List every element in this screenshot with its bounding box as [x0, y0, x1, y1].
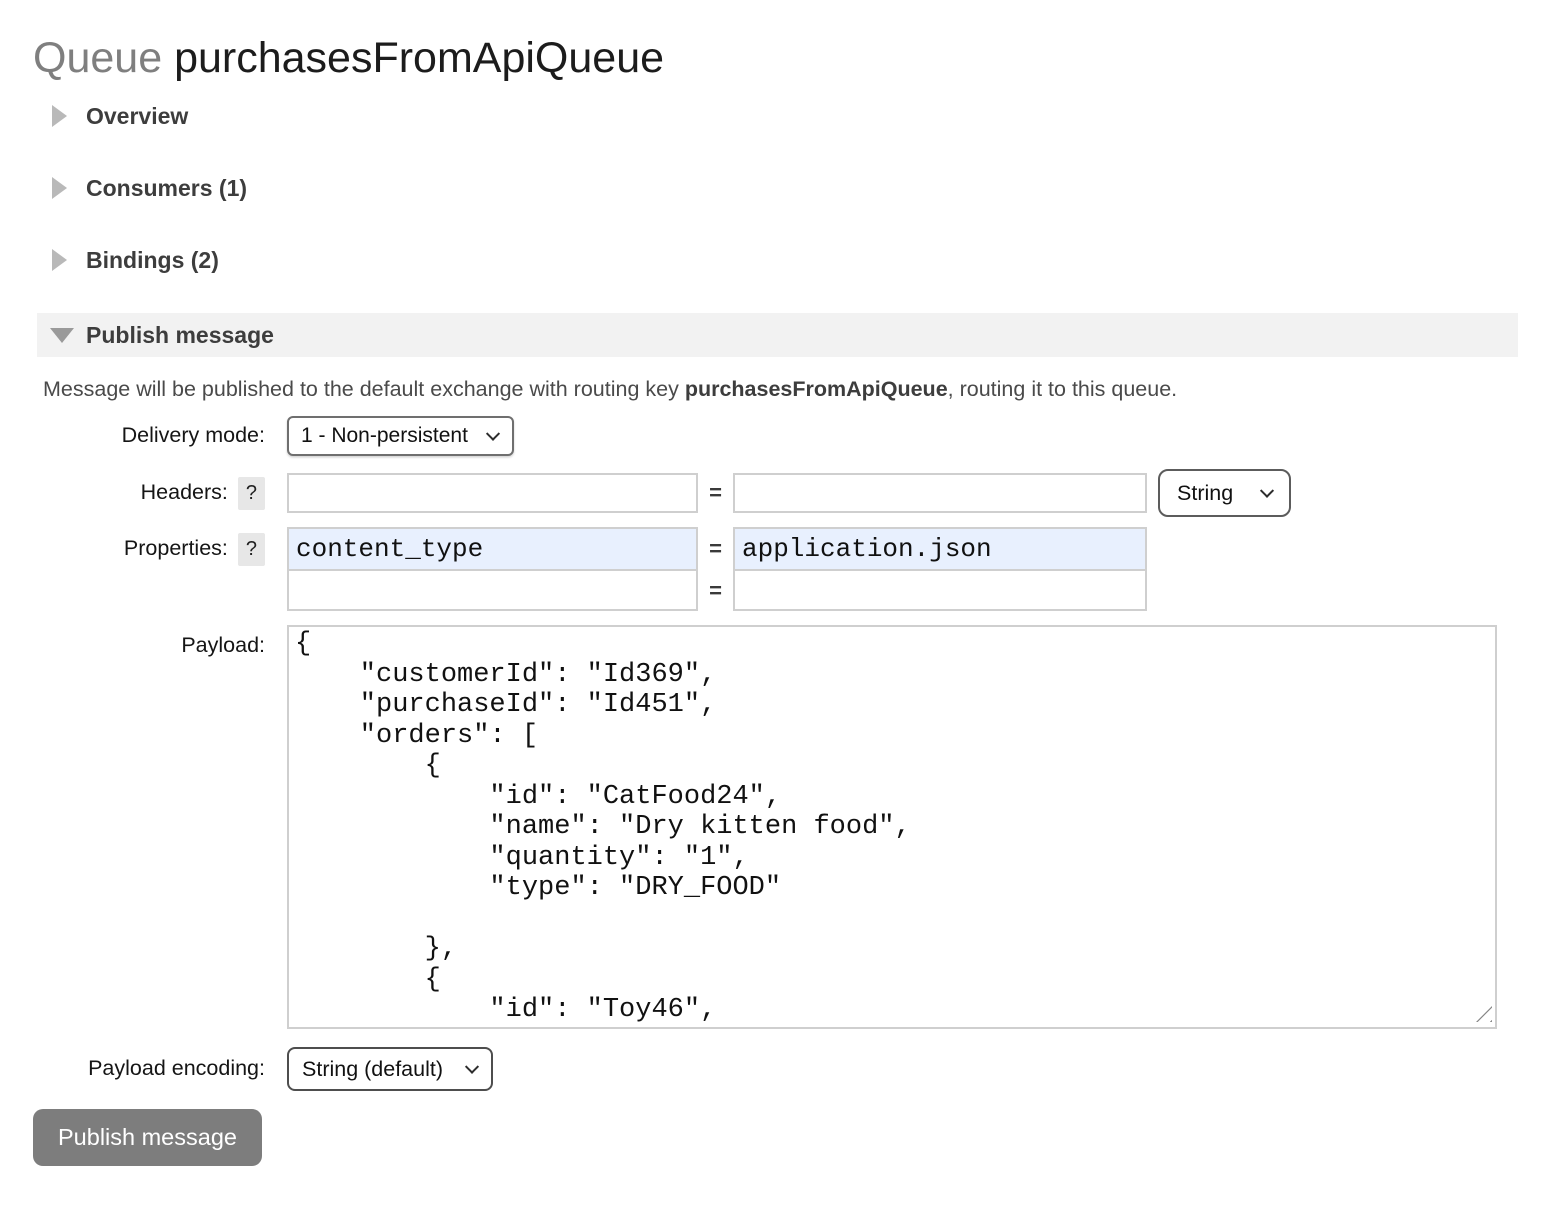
section-publish-message-label: Publish message: [86, 321, 274, 348]
properties-help-icon[interactable]: ?: [237, 532, 265, 566]
payload-encoding-row: Payload encoding: String (default): [0, 1047, 1542, 1091]
payload-label: Payload:: [181, 633, 265, 657]
page-title-queue-name: purchasesFromApiQueue: [174, 34, 665, 82]
headers-label: Headers:: [140, 480, 228, 505]
delivery-mode-row: Delivery mode: 1 - Non-persistent: [0, 416, 1542, 456]
header-value-input[interactable]: [733, 473, 1147, 513]
header-type-select[interactable]: String: [1158, 469, 1292, 517]
section-consumers-label: Consumers (1): [86, 174, 248, 201]
section-publish-message[interactable]: Publish message: [37, 313, 1518, 357]
publish-description: Message will be published to the default…: [43, 377, 1542, 402]
payload-encoding-selected-value: String (default): [302, 1056, 444, 1081]
delivery-mode-selected-value: 1 - Non-persistent: [301, 424, 468, 447]
select-chevron-icon: [485, 426, 500, 441]
headers-help-icon[interactable]: ?: [237, 476, 265, 510]
property-name-input[interactable]: [287, 527, 698, 571]
publish-description-routing-key: purchasesFromApiQueue: [684, 377, 948, 401]
chevron-right-icon: [52, 249, 67, 271]
property-name-input-empty[interactable]: [287, 569, 698, 611]
publish-form: Delivery mode: 1 - Non-persistent Header…: [0, 416, 1542, 1166]
properties-label-group: Properties: ?: [0, 527, 265, 571]
publish-description-suffix: , routing it to this queue.: [947, 377, 1178, 401]
payload-encoding-label: Payload encoding:: [88, 1056, 265, 1081]
equals-sign: =: [709, 578, 722, 603]
section-overview-label: Overview: [86, 102, 189, 129]
equals-sign: =: [709, 480, 722, 505]
publish-message-button[interactable]: Publish message: [33, 1109, 262, 1166]
section-bindings[interactable]: Bindings (2): [52, 243, 1542, 277]
properties-label: Properties:: [123, 536, 228, 561]
section-bindings-label: Bindings (2): [86, 246, 219, 273]
payload-textarea[interactable]: { "customerId": "Id369", "purchaseId": "…: [287, 625, 1497, 1029]
section-overview[interactable]: Overview: [52, 99, 1542, 133]
page-title-type: Queue: [33, 34, 163, 82]
select-chevron-icon: [464, 1059, 480, 1074]
delivery-mode-select[interactable]: 1 - Non-persistent: [287, 416, 514, 456]
select-chevron-icon: [1260, 483, 1275, 498]
publish-description-prefix: Message will be published to the default…: [43, 377, 685, 401]
chevron-down-icon: [50, 327, 74, 343]
payload-encoding-select[interactable]: String (default): [287, 1047, 494, 1091]
chevron-right-icon: [52, 105, 67, 127]
property-value-input-empty[interactable]: [733, 569, 1147, 611]
chevron-right-icon: [52, 177, 67, 199]
property-value-input[interactable]: [733, 527, 1147, 571]
header-type-selected-value: String: [1177, 480, 1234, 505]
properties-row: Properties: ? = =: [0, 527, 1542, 611]
payload-row: Payload: { "customerId": "Id369", "purch…: [0, 625, 1542, 1029]
headers-label-group: Headers: ?: [0, 476, 265, 510]
section-consumers[interactable]: Consumers (1): [52, 171, 1542, 205]
page-title: Queue purchasesFromApiQueue: [33, 34, 1542, 83]
header-name-input[interactable]: [287, 473, 698, 513]
delivery-mode-label: Delivery mode:: [121, 423, 265, 448]
headers-row: Headers: ? = String: [0, 469, 1542, 517]
equals-sign: =: [709, 536, 722, 561]
